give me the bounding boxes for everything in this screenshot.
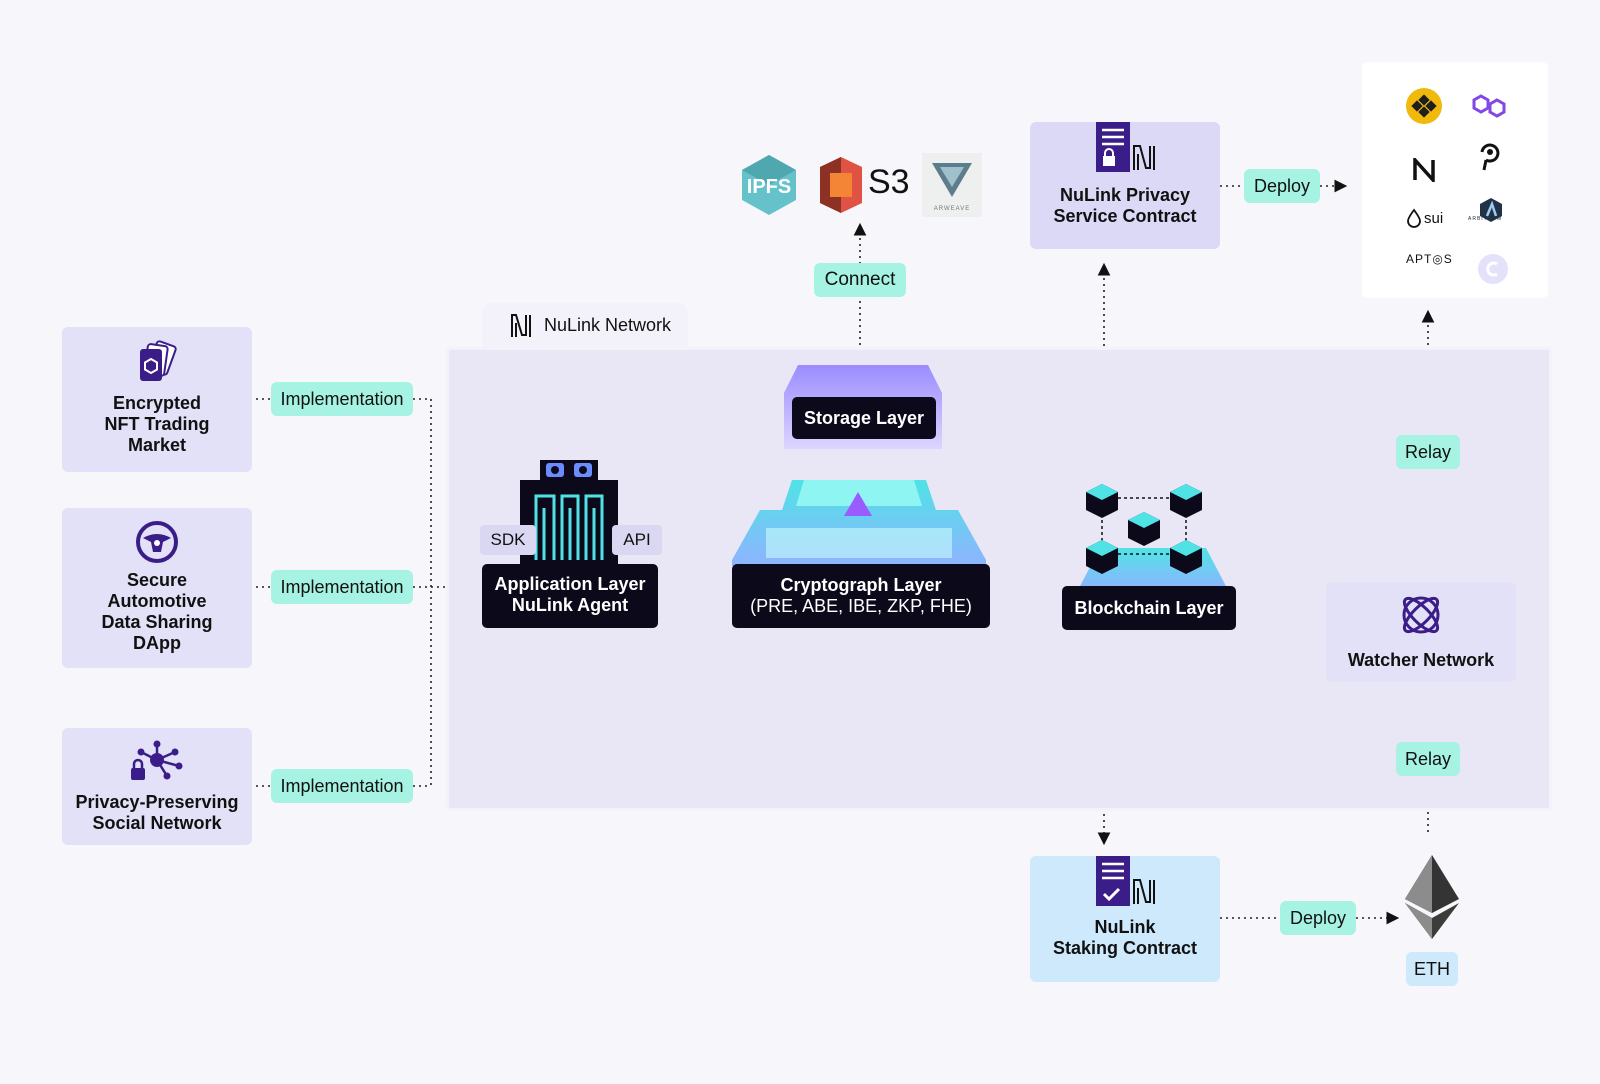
card-label-line: Privacy-Preserving [75, 792, 239, 812]
api-tag: API [612, 525, 662, 555]
relay-pill-bottom: Relay [1396, 742, 1460, 776]
card-label-line: Secure [126, 570, 188, 590]
storage-layer-box[interactable]: Storage Layer [792, 397, 936, 439]
aws-s3-icon [816, 157, 866, 213]
contract-check-icon [1092, 856, 1158, 910]
sui-icon [1406, 208, 1422, 233]
watcher-network-card[interactable]: Watcher Network [1326, 582, 1516, 682]
application-layer-subtitle: NuLink Agent [511, 595, 629, 615]
card-label-line: NFT Trading [104, 414, 210, 434]
sui-label: sui [1424, 210, 1444, 227]
contract-lock-icon [1092, 122, 1158, 176]
card-label-line: Data Sharing [101, 612, 213, 632]
sdk-tag: SDK [480, 525, 536, 555]
implementation-pill-social: Implementation [271, 769, 413, 803]
relay-pill-top: Relay [1396, 435, 1460, 469]
card-label-line: Encrypted [112, 393, 202, 413]
ethereum-icon [1405, 855, 1459, 939]
arweave-icon: ARWEAVE [922, 153, 982, 217]
polkadot-icon [1478, 142, 1502, 177]
application-layer-box[interactable]: Application Layer NuLink Agent [482, 564, 658, 628]
deploy-pill-top: Deploy [1244, 169, 1320, 203]
supported-chains-panel: sui ARBITRUM APT◎S [1362, 62, 1548, 298]
staking-contract-line2: Staking Contract [1052, 938, 1198, 958]
encrypted-nft-trading-market-card[interactable]: Encrypted NFT Trading Market [62, 327, 252, 472]
cryptograph-layer-title: Cryptograph Layer [780, 575, 942, 595]
card-label-line: Social Network [92, 813, 222, 833]
blockchain-layer-box[interactable]: Blockchain Layer [1062, 586, 1236, 630]
connect-pill: Connect [814, 263, 906, 297]
privacy-contract-line1: NuLink Privacy [1059, 185, 1191, 205]
arweave-label: ARWEAVE [934, 206, 970, 212]
lock-network-icon [129, 738, 185, 784]
staking-contract-card[interactable]: NuLink Staking Contract [1030, 856, 1220, 982]
implementation-pill-nft: Implementation [271, 382, 413, 416]
network-title: NuLink Network [544, 315, 672, 335]
bnb-chain-icon [1406, 88, 1442, 129]
application-layer-title: Application Layer [494, 574, 646, 594]
near-icon [1412, 155, 1436, 187]
secure-automotive-data-sharing-card[interactable]: Secure Automotive Data Sharing DApp [62, 508, 252, 668]
privacy-preserving-social-network-card[interactable]: Privacy-Preserving Social Network [62, 728, 252, 845]
card-label-line: DApp [133, 633, 181, 653]
watcher-atom-icon [1398, 592, 1444, 638]
watcher-network-label: Watcher Network [1347, 650, 1495, 670]
nulink-agent-robot-icon [520, 460, 618, 564]
deploy-pill-bottom: Deploy [1280, 901, 1356, 935]
s3-label: S3 [868, 163, 910, 201]
polygon-icon [1472, 92, 1506, 125]
cryptograph-layer-box[interactable]: Cryptograph Layer (PRE, ABE, IBE, ZKP, F… [732, 564, 990, 628]
privacy-contract-line2: Service Contract [1053, 206, 1197, 226]
privacy-service-contract-card[interactable]: NuLink Privacy Service Contract [1030, 122, 1220, 249]
blockchain-cubes-icon [1078, 478, 1228, 590]
steering-wheel-icon [135, 520, 179, 564]
eth-label: ETH [1406, 952, 1458, 986]
encrypted-cards-icon [134, 339, 180, 385]
nulink-network-tab: NuLink Network [482, 303, 688, 349]
cryptograph-layer-prism [732, 480, 986, 566]
implementation-pill-automotive: Implementation [271, 570, 413, 604]
aptos-label: APT◎S [1406, 252, 1453, 266]
conflux-icon [1478, 254, 1508, 289]
nulink-logo-icon [510, 313, 532, 344]
nulink-network-container [446, 347, 1552, 811]
ipfs-icon: IPFS [740, 153, 798, 217]
arbitrum-icon [1474, 198, 1508, 227]
card-label-line: Market [127, 435, 187, 455]
cryptograph-layer-subtitle: (PRE, ABE, IBE, ZKP, FHE) [750, 596, 972, 616]
arbitrum-label: ARBITRUM [1468, 216, 1503, 222]
card-label-line: Automotive [107, 591, 207, 611]
staking-contract-line1: NuLink [1094, 917, 1156, 937]
ipfs-label: IPFS [747, 176, 791, 198]
